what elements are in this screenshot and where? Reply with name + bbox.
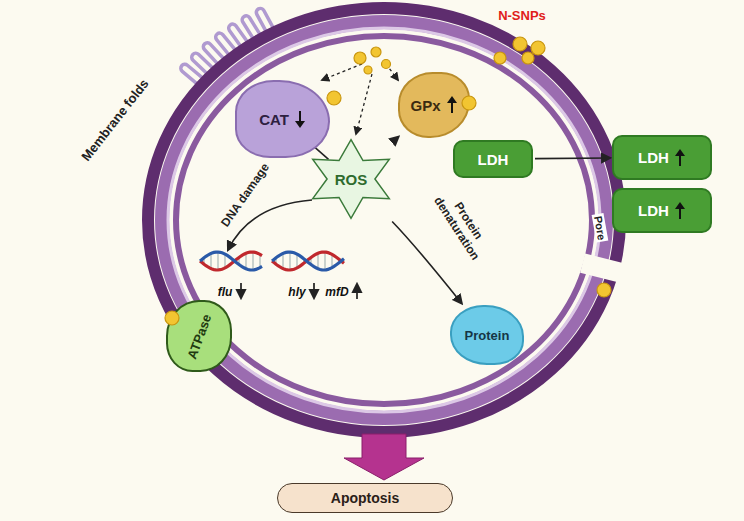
dna-strand-line	[272, 252, 344, 270]
node-text: LDH	[638, 149, 669, 166]
dna-strand	[200, 252, 344, 270]
ldh-box: LDH	[612, 135, 712, 180]
dna-rung	[318, 253, 319, 269]
gene-label: hly	[288, 285, 305, 299]
outcome-box: Apoptosis	[277, 483, 453, 513]
dna-strand-line	[200, 252, 262, 270]
ldh-box: LDH	[612, 188, 712, 233]
dna-rung	[325, 252, 326, 270]
nanoparticle	[382, 60, 391, 69]
dna-strand-line	[200, 252, 262, 270]
dna-rung	[225, 254, 226, 268]
nanoparticle	[165, 311, 179, 325]
ros-star: ROS	[305, 138, 397, 220]
increase-arrow	[446, 95, 458, 115]
dna-rung	[211, 253, 212, 268]
dna-rung	[253, 252, 254, 270]
dna-strand-line	[272, 252, 344, 270]
dna-rung	[290, 252, 291, 270]
dna-rung	[218, 252, 219, 270]
nanoparticle	[597, 283, 611, 297]
increase-arrow	[674, 148, 686, 168]
node-text: LDH	[638, 202, 669, 219]
node-text: CAT	[259, 111, 289, 128]
cell-wall	[148, 8, 620, 432]
inner-membrane	[176, 36, 592, 404]
protein-blob: Protein	[450, 305, 524, 365]
nanoparticle	[494, 52, 506, 64]
gene-label: mfD	[325, 285, 348, 299]
enzyme-blob: CAT	[235, 80, 330, 158]
ldh-box: LDH	[453, 140, 533, 178]
membrane-label: Membrane folds	[78, 76, 151, 164]
decrease-arrow	[294, 109, 306, 129]
nanoparticle	[531, 41, 545, 55]
gene-label: flu	[218, 285, 233, 299]
dna-rung	[283, 253, 284, 268]
pore-gap	[580, 253, 624, 282]
nanoparticle	[462, 96, 476, 110]
node-text: Apoptosis	[331, 490, 399, 506]
increase-arrow	[674, 201, 686, 221]
node-text: ROS	[335, 171, 368, 188]
nanoparticle	[522, 52, 534, 64]
dna-rung	[297, 254, 298, 268]
nanoparticle	[327, 91, 341, 105]
particle-label: N-SNPs	[498, 8, 546, 23]
node-text: GPx	[410, 97, 440, 114]
connector-arrow	[397, 137, 399, 139]
nanoparticle	[354, 52, 366, 64]
node-text: Protein	[465, 328, 510, 343]
apoptosis-arrow	[344, 434, 424, 480]
dna-rung	[246, 253, 247, 269]
membrane-band	[162, 22, 606, 418]
connector-arrow	[535, 157, 610, 159]
nanoparticle	[364, 66, 372, 74]
enzyme-blob: GPx	[398, 72, 470, 138]
gene-arrows	[241, 283, 357, 299]
dashed-arrows	[322, 64, 398, 134]
node-text: LDH	[478, 151, 509, 168]
membrane-line	[168, 28, 600, 412]
nanoparticle	[513, 37, 527, 51]
node-text: ATPase	[184, 311, 214, 360]
atpase-pump: ATPase	[166, 300, 232, 372]
nanoparticle	[371, 47, 381, 57]
